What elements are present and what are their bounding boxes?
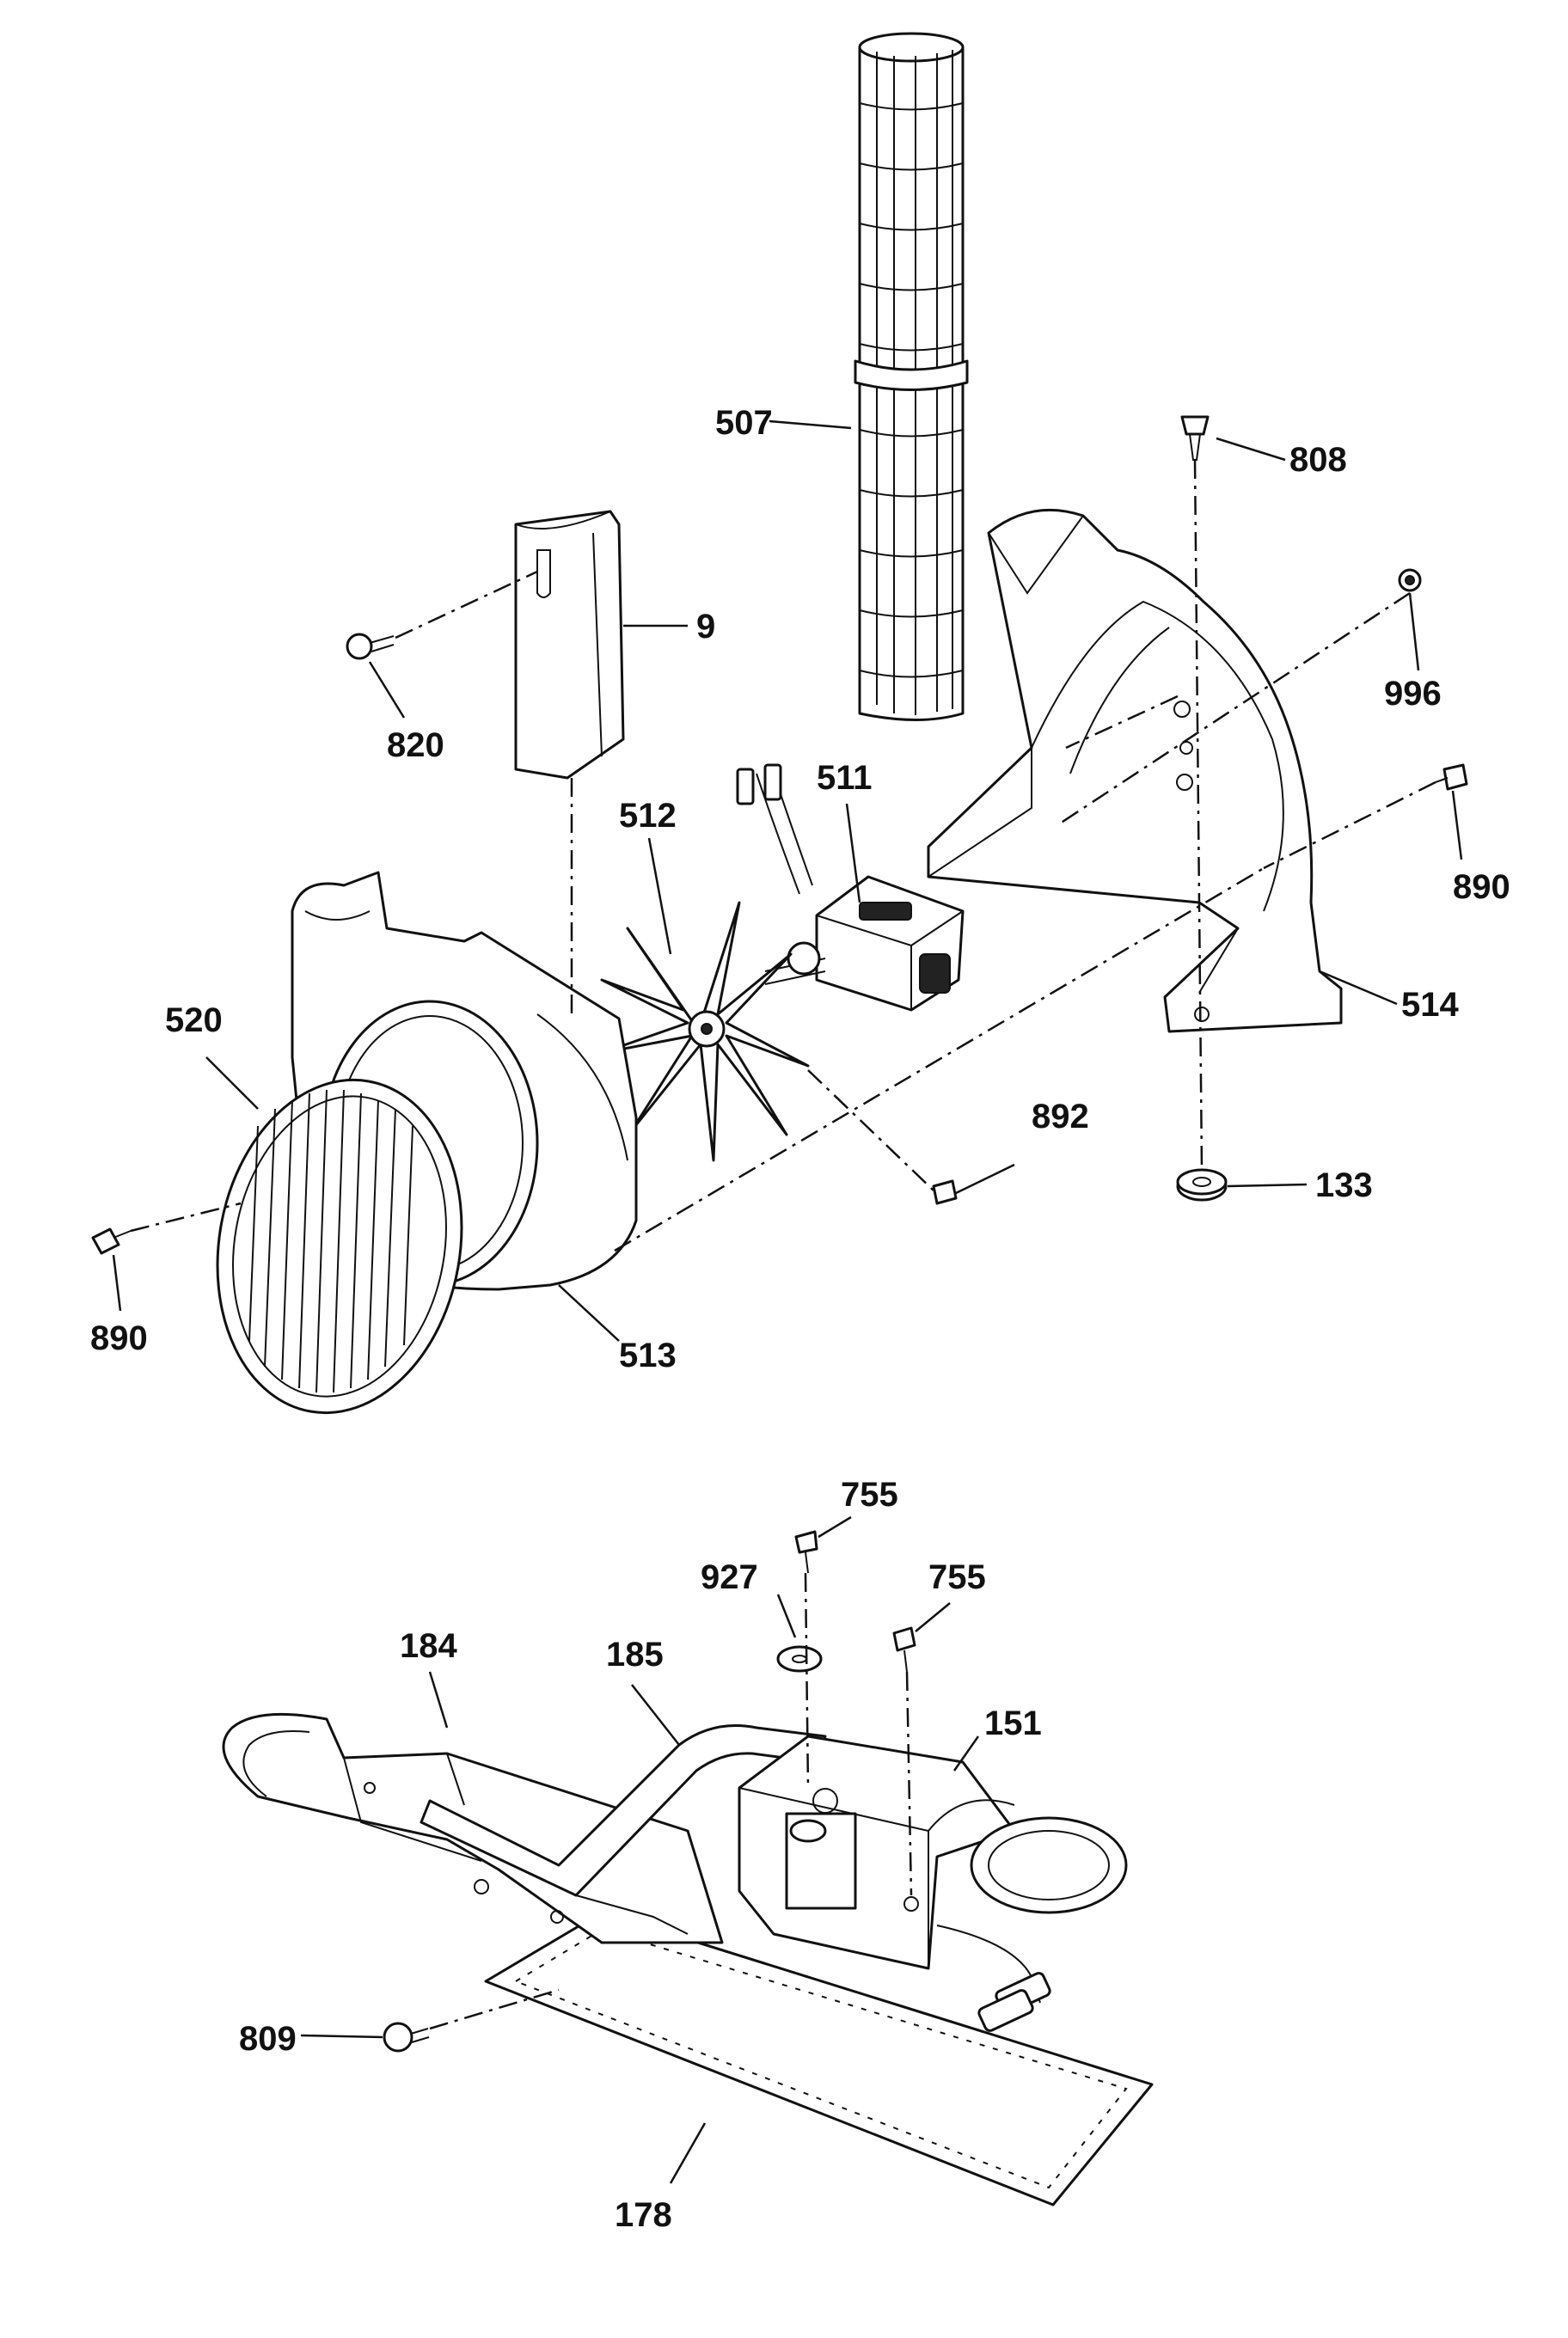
grille-520	[216, 1078, 463, 1415]
callout-184: 184	[400, 1627, 457, 1665]
screw-890-left	[91, 1227, 132, 1255]
callout-927: 927	[701, 1558, 758, 1596]
callout-755-top: 755	[841, 1476, 898, 1514]
panel-178	[484, 1911, 1154, 2206]
callout-890-left: 890	[90, 1319, 148, 1357]
screw-755-right	[892, 1626, 916, 1673]
callout-178: 178	[615, 2196, 672, 2234]
fan-blade-512	[600, 901, 810, 1162]
duct-baffle-9	[514, 510, 625, 780]
callout-755-right: 755	[928, 1558, 986, 1596]
washer-133	[1176, 1168, 1228, 1202]
callout-511: 511	[817, 759, 873, 797]
callout-808: 808	[1289, 441, 1347, 479]
callout-151: 151	[984, 1705, 1042, 1742]
motor-511	[736, 763, 965, 1012]
screw-809	[383, 2022, 430, 2053]
callout-513: 513	[619, 1337, 677, 1374]
screw-808	[1180, 415, 1210, 461]
callout-892: 892	[1032, 1098, 1089, 1135]
callout-185: 185	[606, 1636, 664, 1674]
callout-520: 520	[165, 1001, 223, 1039]
callout-820: 820	[387, 726, 444, 764]
callout-507: 507	[715, 404, 773, 442]
motor-bracket-514	[927, 508, 1343, 1033]
callout-9: 9	[696, 608, 715, 646]
nut-996	[1398, 568, 1422, 592]
blower-wheel-507	[854, 32, 969, 721]
callout-514: 514	[1401, 986, 1459, 1024]
washer-927	[776, 1645, 823, 1673]
screw-755-left	[794, 1530, 818, 1574]
screw-820	[346, 633, 395, 660]
assembly-151	[738, 1735, 1128, 2032]
screw-890-right	[1435, 763, 1468, 791]
callout-890-right: 890	[1453, 868, 1510, 906]
screw-892	[932, 1179, 958, 1205]
callout-133: 133	[1315, 1166, 1373, 1204]
callout-996: 996	[1384, 675, 1442, 713]
callout-809: 809	[239, 2020, 297, 2058]
callout-512: 512	[619, 797, 677, 835]
